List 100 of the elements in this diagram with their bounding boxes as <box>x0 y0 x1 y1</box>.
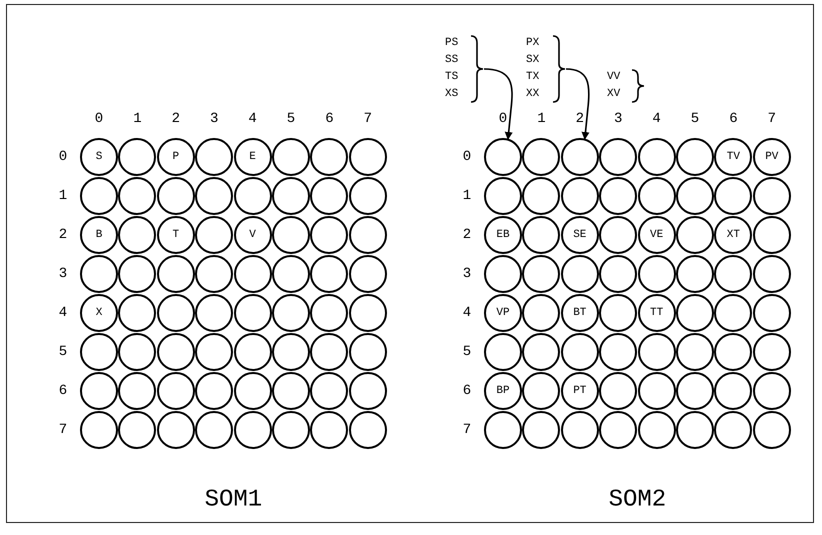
labeled-map-node: S <box>80 138 118 176</box>
map-node <box>195 294 234 332</box>
column-number: 7 <box>768 111 776 127</box>
labeled-map-node: BT <box>560 294 599 332</box>
map-node <box>118 411 156 449</box>
column-number: 4 <box>652 111 661 127</box>
map-node <box>195 372 234 410</box>
map-node <box>156 294 195 332</box>
map-node <box>560 333 599 371</box>
map-node <box>714 177 752 215</box>
row-number: 6 <box>58 383 68 399</box>
code-label: SX <box>526 55 540 66</box>
column-number: 2 <box>172 111 180 127</box>
code-label: TX <box>526 72 540 83</box>
code-label: SS <box>445 55 458 66</box>
column-number: 0 <box>94 111 104 127</box>
map-node <box>310 177 348 215</box>
column-number: 1 <box>133 111 142 127</box>
map-node <box>80 333 118 371</box>
map-node <box>484 177 522 215</box>
map-node <box>80 255 118 293</box>
map-node <box>348 177 387 215</box>
map-node <box>522 216 560 254</box>
column-number: 4 <box>248 111 257 127</box>
row-number: 0 <box>58 149 68 165</box>
map-node <box>676 333 714 371</box>
map-node <box>522 372 560 410</box>
map-node <box>676 216 714 254</box>
map-node <box>752 294 791 332</box>
map-node <box>195 333 234 371</box>
map-node <box>118 255 156 293</box>
map-node <box>560 177 599 215</box>
labeled-map-node: EB <box>484 216 522 254</box>
labeled-map-node: VE <box>638 216 676 254</box>
row-number: 0 <box>462 149 472 165</box>
map-node <box>599 177 638 215</box>
row-number: 1 <box>462 188 472 204</box>
map-node <box>348 411 387 449</box>
map-node <box>272 372 310 410</box>
map-node <box>80 177 118 215</box>
map-node <box>714 255 752 293</box>
code-label: VV <box>607 72 620 83</box>
labeled-map-node: TV <box>714 138 752 176</box>
map-node <box>272 333 310 371</box>
map-node <box>272 411 310 449</box>
code-label: PX <box>526 38 540 49</box>
map-node <box>272 255 310 293</box>
row-number: 6 <box>462 383 472 399</box>
map-node <box>752 216 791 254</box>
map-node <box>348 216 387 254</box>
map-node <box>638 177 676 215</box>
map-node <box>714 411 752 449</box>
map-node <box>118 294 156 332</box>
map-node <box>676 372 714 410</box>
row-number: 1 <box>58 188 68 204</box>
map-node <box>310 372 348 410</box>
map-node <box>599 333 638 371</box>
map-node <box>484 411 522 449</box>
map-node <box>522 255 560 293</box>
map-node <box>599 255 638 293</box>
code-label: XS <box>445 89 458 100</box>
map-node <box>156 372 195 410</box>
map-node <box>310 216 348 254</box>
map-node <box>522 294 560 332</box>
map-node <box>484 138 522 176</box>
map-node <box>752 372 791 410</box>
map-node <box>599 294 638 332</box>
map-node <box>156 411 195 449</box>
map-node <box>272 294 310 332</box>
row-number: 2 <box>58 227 68 243</box>
column-number: 2 <box>576 111 584 127</box>
map-title: SOM2 <box>608 486 666 514</box>
map-node <box>272 216 310 254</box>
map-node <box>348 294 387 332</box>
map-node <box>599 216 638 254</box>
map-node <box>272 138 310 176</box>
map-node <box>310 138 348 176</box>
map-node <box>156 255 195 293</box>
column-number: 6 <box>729 111 738 127</box>
column-number: 3 <box>614 111 622 127</box>
labeled-map-node: PV <box>752 138 791 176</box>
column-number: 3 <box>210 111 218 127</box>
map-node <box>234 333 272 371</box>
row-number: 5 <box>58 344 68 360</box>
map-node <box>310 255 348 293</box>
map-node <box>752 411 791 449</box>
map-node <box>560 255 599 293</box>
map-node <box>348 333 387 371</box>
map-node <box>676 138 714 176</box>
map-node <box>234 177 272 215</box>
row-number: 4 <box>462 305 472 321</box>
map-node <box>638 333 676 371</box>
map-node <box>522 177 560 215</box>
map-node <box>310 294 348 332</box>
row-number: 4 <box>58 305 68 321</box>
map-node <box>714 333 752 371</box>
map-node <box>638 138 676 176</box>
labeled-map-node: X <box>80 294 118 332</box>
labeled-map-node: V <box>234 216 272 254</box>
labeled-map-node: P <box>156 138 195 176</box>
